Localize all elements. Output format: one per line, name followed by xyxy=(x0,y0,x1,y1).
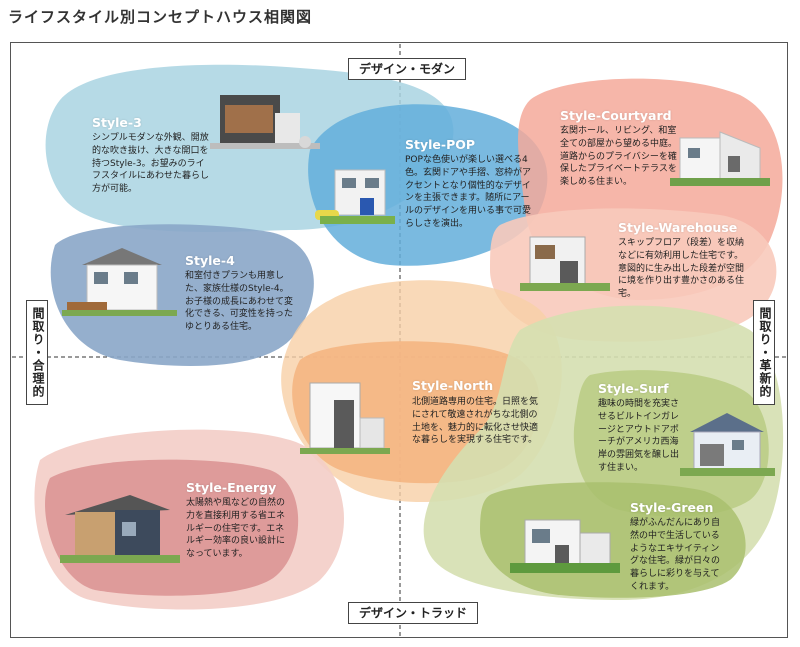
style-green-desc: 緑がふんだんにあり自然の中で生活しているようなエキサイティングな住宅。緑が日々の… xyxy=(630,517,728,594)
style-4-desc: 和室付きプランも用意した、家族仕様のStyle-4。お子様の成長にあわせて変化で… xyxy=(185,270,295,334)
style-warehouse-desc: スキップフロア（段差）を収納などに有効利用した住宅です。意図的に生み出した段差が… xyxy=(618,237,744,301)
style-courtyard-title: Style-Courtyard xyxy=(560,108,672,123)
style-pop-title: Style-POP xyxy=(405,137,475,152)
style-energy-desc: 太陽熱や風などの自然の力を直接利用する省エネルギーの住宅です。エネルギー効率の良… xyxy=(186,497,290,561)
axis-right-label: 間取り・革新的 xyxy=(753,300,775,405)
style-north-house-image xyxy=(300,378,390,458)
style-pop-desc: POPな色使いが楽しい選べる4色。玄関ドアや手摺、窓枠がアクセントとなり個性的な… xyxy=(405,154,535,231)
style-energy-title: Style-Energy xyxy=(186,480,276,495)
style-green-title: Style-Green xyxy=(630,500,713,515)
style-warehouse-house-image xyxy=(520,225,610,295)
axis-top-label: デザイン・モダン xyxy=(348,58,466,80)
style-pop-house-image xyxy=(310,160,405,230)
style-warehouse-title: Style-Warehouse xyxy=(618,220,737,235)
axis-left-label: 間取り・合理的 xyxy=(26,300,48,405)
style-north-desc: 北側道路専用の住宅。日照を気にされて敬遠されがちな北側の土地を、魅力的に転化させ… xyxy=(412,396,542,447)
style-4-house-image xyxy=(62,240,177,320)
style-green-house-image xyxy=(510,505,620,580)
axis-bottom-label: デザイン・トラッド xyxy=(348,602,478,624)
style-4-title: Style-4 xyxy=(185,253,235,268)
style-courtyard-house-image xyxy=(670,120,770,190)
style-3-desc: シンプルモダンな外観、開放的な吹き抜け、大きな開口を持つStyle-3。お望みの… xyxy=(92,132,210,196)
style-courtyard-desc: 玄関ホール、リビング、和室全ての部屋から望める中庭。道路からのプライバシーを確保… xyxy=(560,125,682,189)
style-surf-desc: 趣味の時間を充実させるビルトインガレージとアウトドアポーチがアメリカ西海岸の雰囲… xyxy=(598,398,682,475)
style-surf-title: Style-Surf xyxy=(598,381,669,396)
style-surf-house-image xyxy=(680,408,775,478)
style-energy-house-image xyxy=(60,490,180,570)
style-3-house-image xyxy=(205,85,325,157)
style-3-title: Style-3 xyxy=(92,115,142,130)
style-north-title: Style-North xyxy=(412,378,493,393)
